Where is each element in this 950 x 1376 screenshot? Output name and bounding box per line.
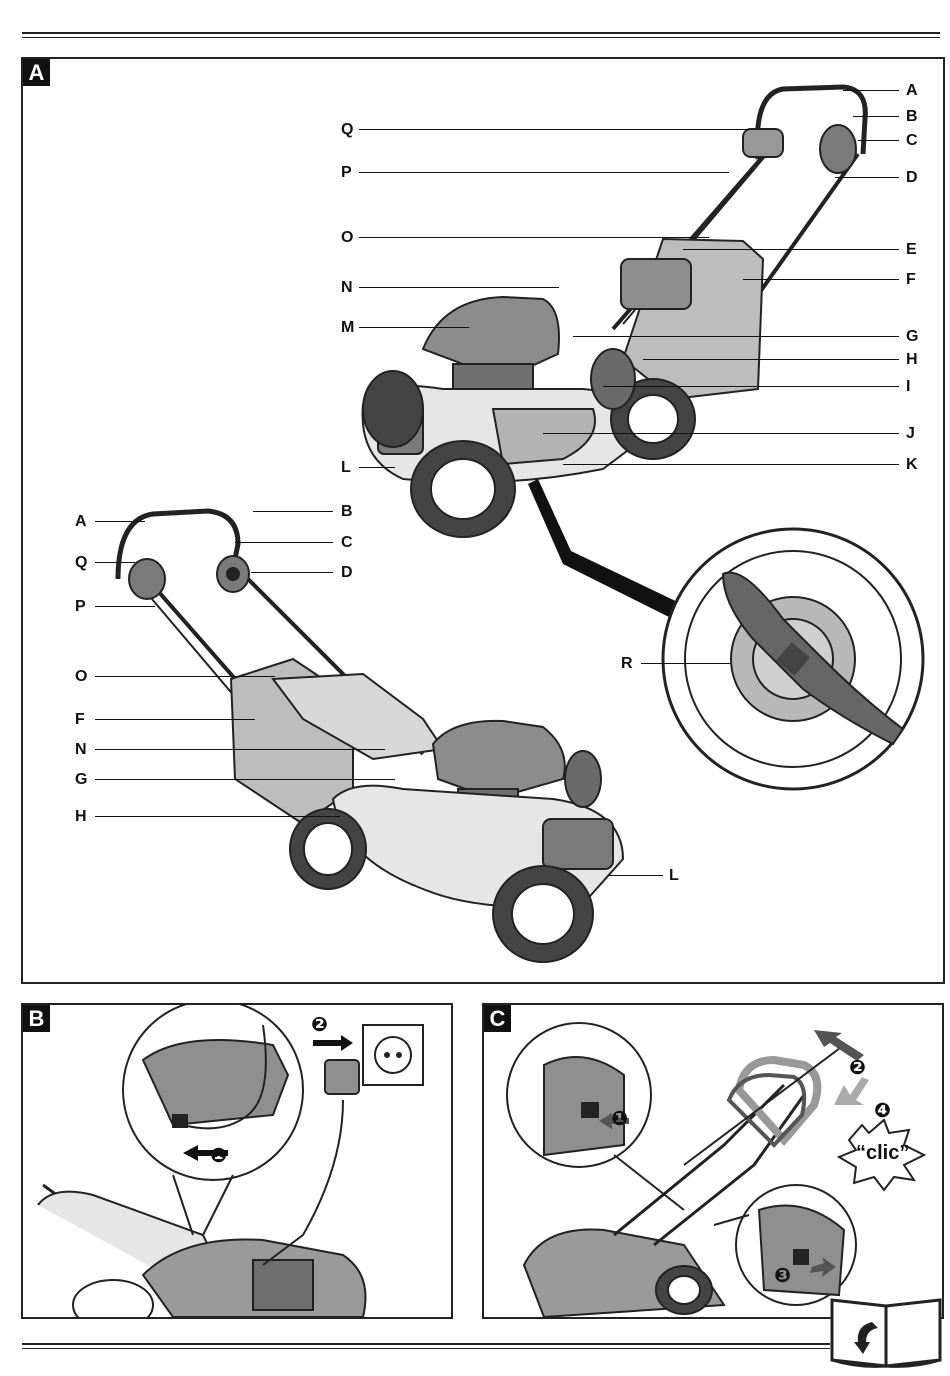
label-blade-r: R: [621, 656, 633, 672]
label-lower-d: D: [341, 565, 353, 581]
label-upper-g: G: [906, 329, 918, 345]
leader-upper-n: [359, 287, 559, 288]
label-lower-l: L: [669, 868, 679, 884]
label-upper-k: K: [906, 457, 918, 473]
label-upper-l: L: [341, 460, 351, 476]
panel-c-step-1: ❶: [611, 1111, 628, 1127]
leader-lower-p: [95, 606, 155, 607]
label-upper-q: Q: [341, 122, 353, 138]
label-upper-j: J: [906, 426, 915, 442]
leader-lower-b: [253, 511, 333, 512]
label-upper-a: A: [906, 83, 918, 99]
leader-upper-e: [683, 249, 899, 250]
panel-b-step-1: ❶: [210, 1148, 227, 1164]
leader-lower-l: [608, 875, 663, 876]
label-upper-c: C: [906, 133, 918, 149]
leader-lower-h: [95, 816, 340, 817]
panel-c-step-2: ❷: [849, 1060, 866, 1076]
label-lower-a: A: [75, 514, 87, 530]
label-upper-m: M: [341, 320, 354, 336]
leader-upper-g: [573, 336, 899, 337]
top-rule-1: [22, 32, 940, 34]
label-lower-g: G: [75, 772, 87, 788]
leader-lower-g: [95, 779, 395, 780]
label-upper-h: H: [906, 352, 918, 368]
label-upper-f: F: [906, 272, 916, 288]
leader-upper-d: [835, 177, 899, 178]
leader-upper-a: [843, 90, 899, 91]
page-turn-book-icon: [828, 1292, 946, 1370]
label-lower-q: Q: [75, 555, 87, 571]
label-lower-o: O: [75, 669, 87, 685]
top-rule-2: [22, 37, 940, 38]
leader-upper-p: [359, 172, 729, 173]
label-lower-n: N: [75, 742, 87, 758]
panel-a: A: [21, 57, 945, 984]
leader-upper-j: [543, 433, 899, 434]
label-lower-h: H: [75, 809, 87, 825]
leader-lower-q: [95, 562, 135, 563]
label-upper-b: B: [906, 109, 918, 125]
leader-upper-b: [853, 116, 899, 117]
leader-upper-f: [743, 279, 899, 280]
label-lower-f: F: [75, 712, 85, 728]
leader-upper-m: [359, 327, 469, 328]
leader-blade-r: [641, 663, 731, 664]
leader-upper-l: [359, 467, 395, 468]
bottom-rule-2: [22, 1348, 830, 1349]
leader-upper-q: [359, 129, 749, 130]
leader-upper-c: [858, 140, 899, 141]
panel-b-illustration: [23, 1005, 451, 1317]
leader-lower-o: [95, 676, 275, 677]
panel-b: B: [21, 1003, 453, 1319]
panel-c-step-4: ❹: [874, 1103, 891, 1119]
panel-c-clic-text: “clic”: [856, 1145, 909, 1161]
leader-lower-c: [235, 542, 333, 543]
label-lower-c: C: [341, 535, 353, 551]
label-upper-p: P: [341, 165, 352, 181]
leader-upper-k: [563, 464, 899, 465]
label-lower-b: B: [341, 504, 353, 520]
leader-lower-d: [251, 572, 333, 573]
leader-upper-i: [603, 386, 899, 387]
leader-lower-a: [95, 521, 145, 522]
leader-upper-o: [359, 237, 709, 238]
leader-upper-h: [643, 359, 899, 360]
label-upper-e: E: [906, 242, 917, 258]
label-upper-d: D: [906, 170, 918, 186]
label-upper-i: I: [906, 379, 910, 395]
bottom-rule-1: [22, 1343, 830, 1345]
panel-a-illustration: [23, 59, 943, 982]
label-upper-o: O: [341, 230, 353, 246]
label-upper-n: N: [341, 280, 353, 296]
panel-c-step-3: ❸: [774, 1268, 791, 1284]
leader-lower-f: [95, 719, 255, 720]
label-lower-p: P: [75, 599, 86, 615]
leader-lower-n: [95, 749, 385, 750]
panel-c: C: [482, 1003, 944, 1319]
panel-b-step-2: ❷: [311, 1017, 328, 1033]
